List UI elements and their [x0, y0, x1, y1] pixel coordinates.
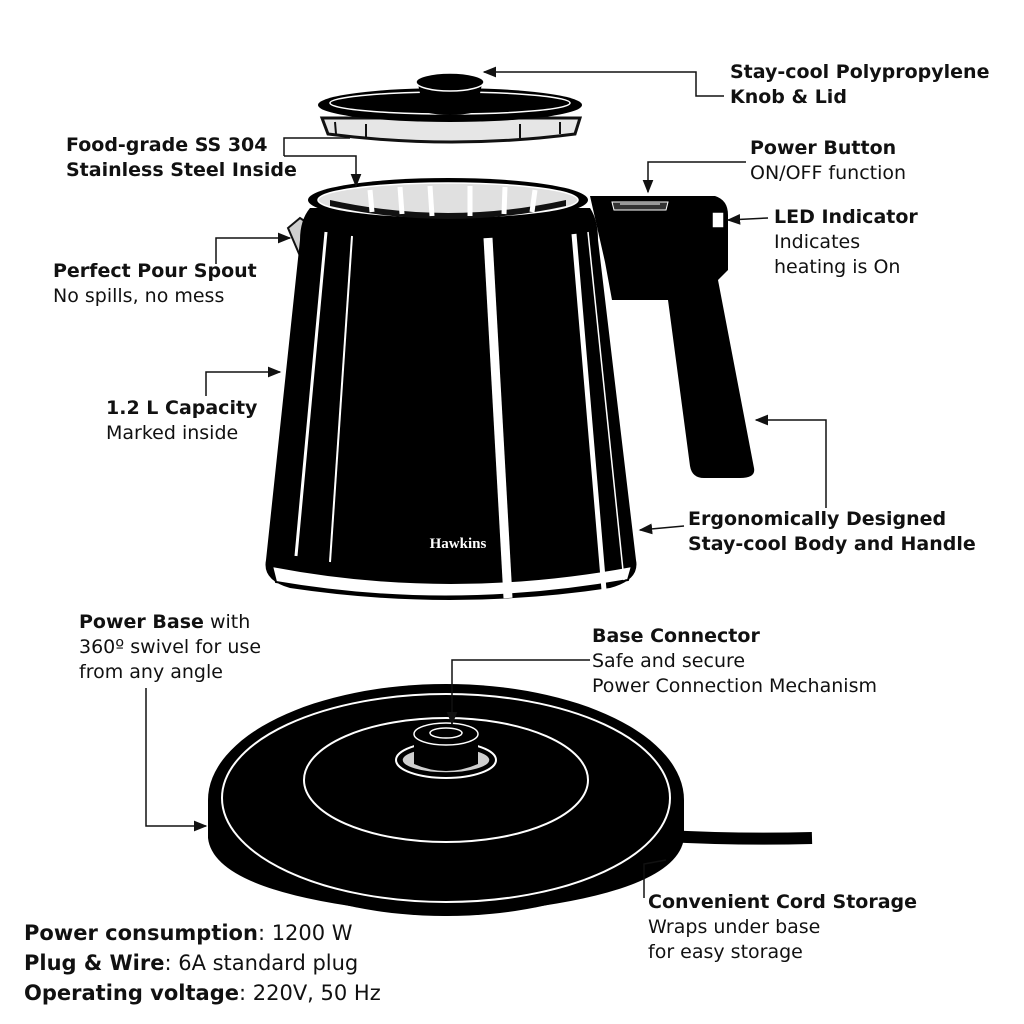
spec-plug-value: : 6A standard plug: [164, 951, 359, 975]
leader-steel: [284, 155, 362, 188]
label-ergonomic-title-2: Stay-cool Body and Handle: [688, 533, 976, 555]
label-connector-desc-1: Safe and secure: [592, 650, 746, 672]
label-capacity: 1.2 L Capacity Marked inside: [106, 396, 257, 446]
label-connector: Base Connector Safe and secure Power Con…: [592, 624, 877, 699]
spec-power-value: : 1200 W: [257, 921, 353, 945]
label-connector-desc-2: Power Connection Mechanism: [592, 675, 877, 697]
label-power-button-title: Power Button: [750, 137, 897, 159]
label-steel: Food-grade SS 304 Stainless Steel Inside: [66, 133, 297, 183]
label-ergonomic: Ergonomically Designed Stay-cool Body an…: [688, 507, 976, 557]
spec-voltage-value: : 220V, 50 Hz: [238, 981, 381, 1005]
label-led-desc-2: heating is On: [774, 256, 901, 278]
label-led-desc-1: Indicates: [774, 231, 861, 253]
label-ergonomic-title-1: Ergonomically Designed: [688, 508, 947, 530]
label-cord-desc-1: Wraps under base: [648, 916, 821, 938]
label-lid-title-2: Knob & Lid: [730, 86, 847, 108]
label-power-base-desc-2: from any angle: [79, 661, 223, 683]
label-power-button: Power Button ON/OFF function: [750, 136, 906, 186]
spec-power-key: Power consumption: [24, 921, 258, 945]
label-power-base-title: Power Base: [79, 611, 204, 633]
spec-power: Power consumption: 1200 W: [24, 918, 353, 948]
spec-plug: Plug & Wire: 6A standard plug: [24, 948, 358, 978]
label-led: LED Indicator Indicates heating is On: [774, 205, 918, 280]
label-power-base: Power Base with 360º swivel for use from…: [79, 610, 261, 685]
label-steel-title-1: Food-grade SS 304: [66, 134, 268, 156]
leader-lid: [482, 66, 724, 97]
lid: [318, 72, 583, 144]
power-base: [208, 684, 813, 916]
label-lid: Stay-cool Polypropylene Knob & Lid: [730, 60, 989, 110]
spec-voltage: Operating voltage: 220V, 50 Hz: [24, 978, 381, 1008]
spec-plug-key: Plug & Wire: [24, 951, 165, 975]
label-spout-title: Perfect Pour Spout: [53, 260, 257, 282]
label-connector-title: Base Connector: [592, 625, 760, 647]
kettle-body: [265, 178, 755, 600]
label-capacity-desc: Marked inside: [106, 422, 239, 444]
label-lid-title-1: Stay-cool Polypropylene: [730, 61, 990, 83]
label-cord: Convenient Cord Storage Wraps under base…: [648, 890, 917, 965]
label-spout-desc: No spills, no mess: [53, 285, 225, 307]
label-power-button-desc: ON/OFF function: [750, 162, 907, 184]
label-spout: Perfect Pour Spout No spills, no mess: [53, 259, 257, 309]
leader-led: [726, 213, 769, 225]
leader-connector: [446, 659, 590, 726]
label-cord-desc-2: for easy storage: [648, 941, 803, 963]
leader-spout: [215, 232, 292, 264]
leader-lines: [145, 66, 827, 898]
label-cord-title: Convenient Cord Storage: [648, 891, 918, 913]
spec-voltage-key: Operating voltage: [24, 981, 239, 1005]
leader-ergonomic: [754, 414, 827, 508]
leader-cord: [643, 859, 667, 898]
leader-capacity: [205, 366, 282, 396]
label-led-title: LED Indicator: [774, 206, 918, 228]
label-power-base-suffix: with: [203, 611, 251, 633]
leader-power-button: [642, 161, 746, 194]
label-power-base-desc-1: 360º swivel for use: [79, 636, 262, 658]
label-capacity-title: 1.2 L Capacity: [106, 397, 258, 419]
brand-logo: Hawkins: [430, 536, 487, 552]
leader-ergonomic-body: [638, 523, 685, 535]
leader-steel-lid: [283, 137, 350, 156]
label-steel-title-2: Stainless Steel Inside: [66, 159, 297, 181]
leader-power-base: [145, 688, 208, 832]
